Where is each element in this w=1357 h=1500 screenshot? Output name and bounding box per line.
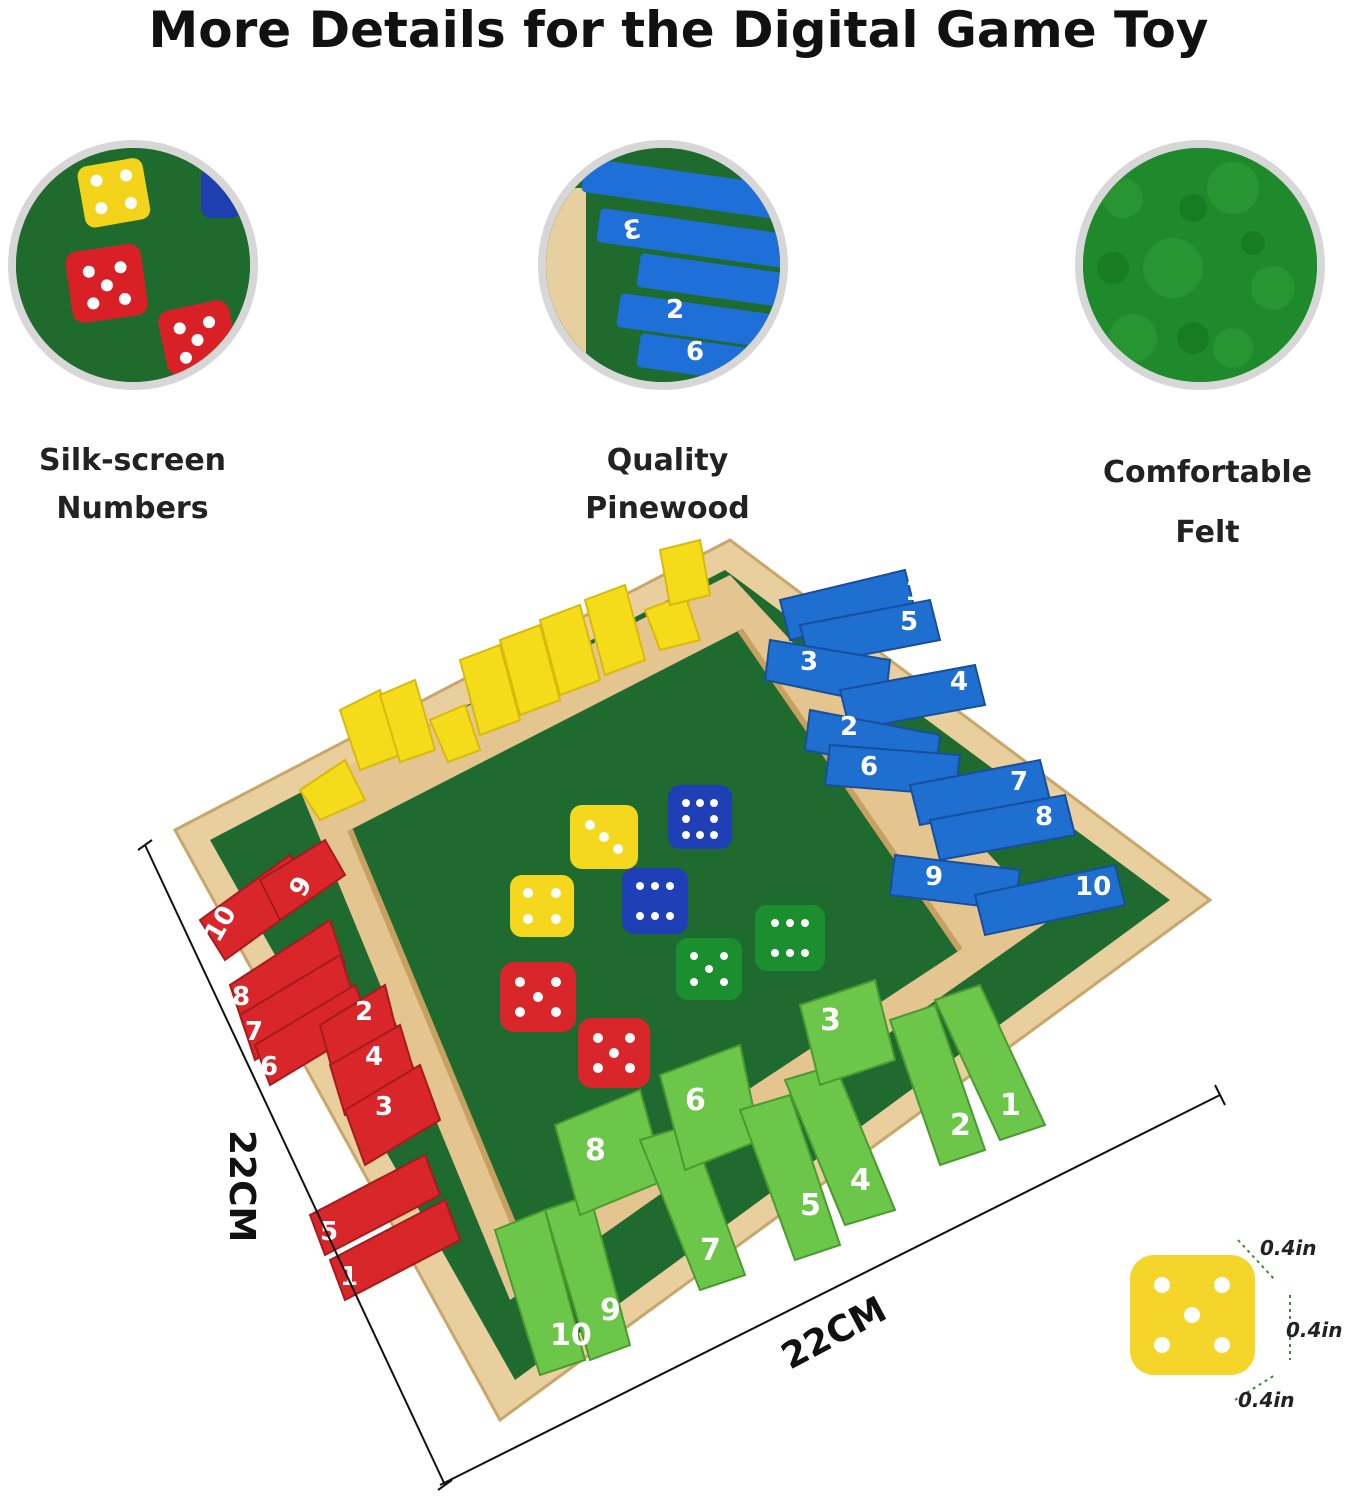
dice-width-label: 0.4in [1260,1236,1317,1260]
dice-closeup-photo [8,140,258,390]
dice-height-label: 0.4in [1286,1318,1343,1342]
blue-tile-number: 5 [900,607,918,637]
svg-text:3: 3 [621,212,643,244]
green-tile-number: 7 [700,1233,721,1268]
feature-caption-felt: Comfortable Felt [1102,455,1313,550]
blue-tile-number: 1 [905,577,923,607]
blue-tile-number: 9 [925,862,943,892]
blue-tile-number: 3 [800,647,818,677]
bottom-dimension-label: 22CM [775,1289,893,1378]
pinewood-closeup-photo: 3 2 6 [538,140,788,390]
green-tile-number: 4 [850,1163,871,1198]
blue-tile-number: 4 [950,667,968,697]
red-tile-number: 6 [260,1052,278,1082]
green-tile-number: 3 [820,1003,841,1038]
blue-tile-number: 6 [860,752,878,782]
red-tile-number: 3 [375,1092,393,1122]
feature-caption-silkscreen: Silk-screen Numbers [38,443,227,526]
red-die [65,243,148,323]
red-tile-number: 7 [245,1017,263,1047]
side-dimension-label: 22CM [221,1130,262,1242]
felt-closeup-photo [1075,140,1325,390]
blue-tile-number: 7 [1010,767,1028,797]
svg-text:2: 2 [666,295,684,325]
red-tile-number: 4 [365,1042,383,1072]
green-tile-number: 9 [600,1293,621,1328]
dimension-lines [137,839,1226,1491]
blue-tile-number: 10 [1075,872,1111,902]
page-title: More Details for the Digital Game Toy [148,1,1209,59]
green-tile-number: 5 [800,1188,821,1223]
board-dice [500,785,825,1088]
svg-text:6: 6 [686,337,704,367]
red-tile-number: 2 [355,997,373,1027]
green-tile-number: 8 [585,1133,606,1168]
dice-size-diagram: 0.4in 0.4in 0.4in [1130,1236,1343,1412]
blue-tile-number: 2 [840,712,858,742]
green-tile-number: 1 [1000,1088,1021,1123]
blue-tile-number: 8 [1035,802,1053,832]
red-tile-number: 5 [320,1217,338,1247]
feature-caption-pinewood: Quality Pinewood [585,443,750,526]
green-tile-number: 6 [685,1083,706,1118]
green-tile-number: 10 [550,1318,592,1353]
green-tile-number: 2 [950,1108,971,1143]
game-board-photo: 10 9 8 7 6 2 4 3 5 1 3 6 8 2 1 4 5 7 9 1… [137,538,1226,1491]
dice-depth-label: 0.4in [1238,1388,1295,1412]
yellow-die [77,158,151,228]
red-tile-number: 8 [232,982,250,1012]
